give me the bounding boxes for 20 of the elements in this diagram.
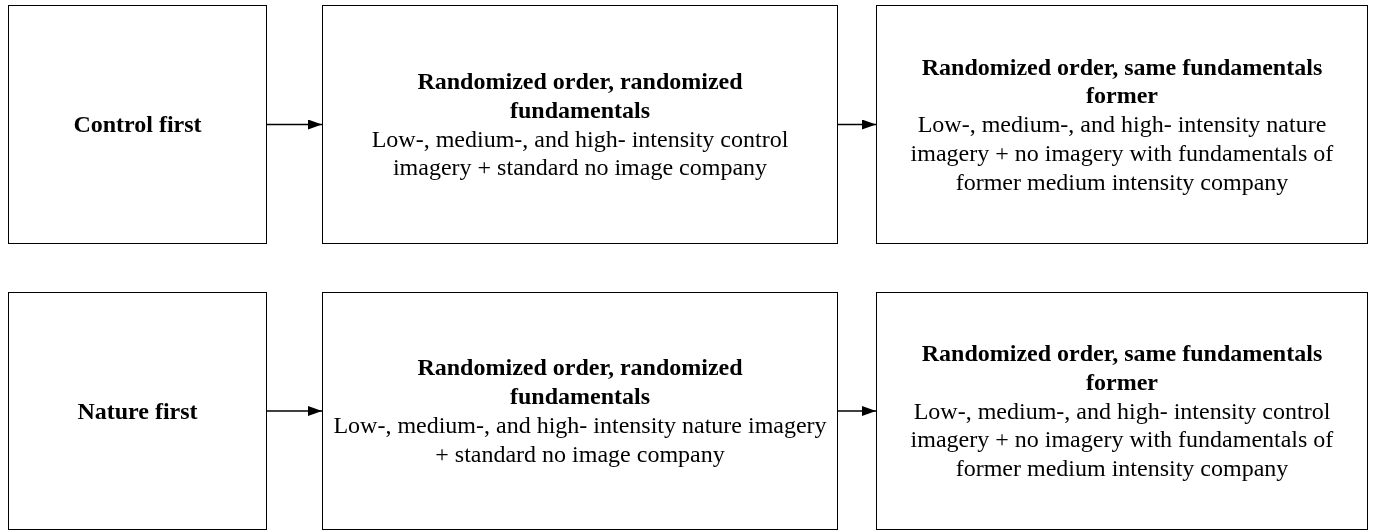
- box-heading: Randomized order, randomized fundamentals: [416, 353, 744, 411]
- process-box: [876, 292, 1368, 530]
- box-heading: Control first: [73, 110, 202, 139]
- arrow: [837, 406, 877, 416]
- arrow: [266, 119, 323, 130]
- process-box: [322, 292, 838, 530]
- process-box: [876, 5, 1368, 244]
- box-heading: Randomized order, same fundamentals former: [920, 339, 1324, 397]
- box-heading: Randomized order, same fundamentals former: [920, 52, 1324, 111]
- box-heading: Randomized order, randomized fundamentals: [416, 66, 744, 125]
- box-heading: Nature first: [77, 396, 198, 426]
- process-box: [8, 5, 267, 244]
- process-box: [322, 5, 838, 244]
- process-box: [8, 292, 267, 530]
- box-description: Low-, medium-, and high- intensity nature imagery + no imagery with fundamentals of former medium intensity company: [909, 110, 1335, 197]
- arrow: [266, 406, 323, 416]
- box-description: Low-, medium-, and high- intensity control imagery + no imagery with fundamentals of former medium intensity company: [909, 396, 1335, 483]
- arrow: [837, 119, 877, 130]
- box-description: Low-, medium-, and high- intensity control imagery + standard no image company: [370, 124, 790, 183]
- box-description: Low-, medium-, and high- intensity nature imagery + standard no image company: [333, 411, 827, 469]
